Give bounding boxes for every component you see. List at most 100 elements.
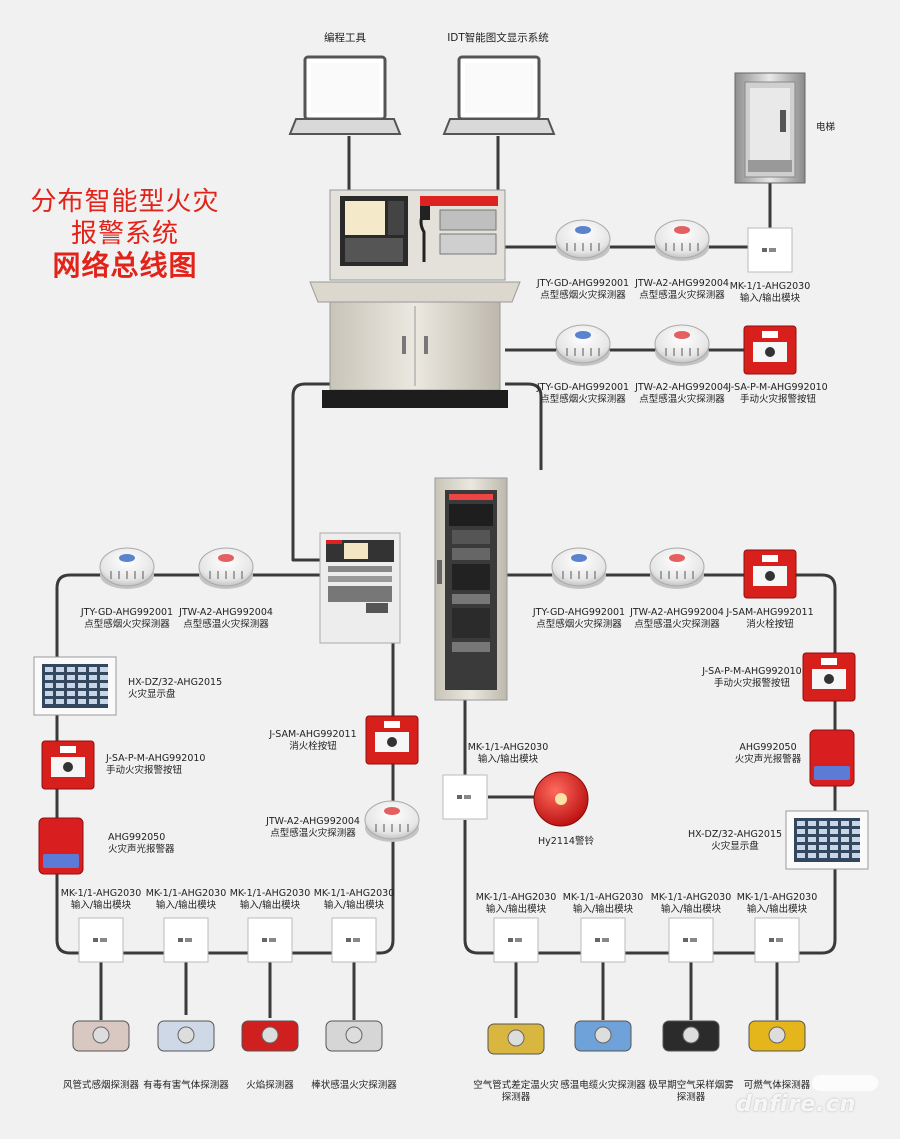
- label-right-module-3-line1: MK-1/1-AHG2030: [650, 892, 732, 903]
- label-right-sensor-1-line2: 探测器: [501, 1092, 531, 1103]
- label-row2-button-line2: 手动火灾报警按钮: [739, 394, 817, 405]
- label-right-hydrant-line2: 消火栓按钮: [746, 619, 794, 630]
- heat-detector-icon: [198, 547, 254, 589]
- heat-detector-icon: [649, 547, 705, 589]
- heat-detector-icon: [654, 324, 710, 366]
- fire-display-panel-icon: [33, 656, 117, 716]
- label-left-display-line1: HX-DZ/32-AHG2015: [128, 677, 223, 688]
- label-right-sensor-3-line2: 探测器: [676, 1092, 706, 1103]
- label-right-bell-module-line1: MK-1/1-AHG2030: [467, 742, 549, 753]
- label-right-button-line2: 手动火灾报警按钮: [713, 678, 791, 689]
- label-right-hydrant-line1: J-SAM-AHG992011: [726, 607, 814, 618]
- label-left-hydrant-line1: J-SAM-AHG992011: [269, 729, 357, 740]
- flame-detector-icon: [241, 1020, 299, 1052]
- label-row2-button-line1: J-SA-P-M-AHG992010: [728, 382, 828, 393]
- label-right-sensor-4-line1: 可燃气体探测器: [743, 1080, 811, 1091]
- laptop-programming-tool: [288, 55, 402, 135]
- watermark: dnfire.cn: [736, 1092, 857, 1117]
- label-right-sensor-1: 空气管式差定温火灾探测器: [473, 1080, 559, 1104]
- manual-alarm-button-icon: [743, 325, 797, 375]
- duct-smoke-detector-icon: [72, 1020, 130, 1052]
- label-left-alarm-line2: 火灾声光报警器: [108, 844, 175, 855]
- bus-console-loop: [291, 382, 330, 562]
- title-line1: 分布智能型火灾: [30, 187, 220, 217]
- label-right-display-line1: HX-DZ/32-AHG2015: [687, 829, 783, 840]
- label-left-sensor-1-line1: 风管式感烟探测器: [62, 1080, 140, 1091]
- label-row2-smoke-line1: JTY-GD-AHG992001: [536, 382, 630, 393]
- bus-console-to-rack: [505, 382, 543, 470]
- label-row2-heat-line1: JTW-A2-AHG992004: [635, 382, 729, 393]
- toxic-gas-detector-icon: [157, 1020, 215, 1052]
- manual-alarm-button-icon: [41, 740, 95, 790]
- label-left-sensor-2: 有毒有害气体探测器: [143, 1080, 229, 1092]
- bus-console-row1: [505, 180, 772, 249]
- io-module-icon: [668, 917, 714, 963]
- label-left-sensor-3-line1: 火焰探测器: [246, 1080, 294, 1091]
- label-right-display-line2: 火灾显示盘: [711, 841, 759, 852]
- label-right-sensor-2: 感温电缆火灾探测器: [560, 1080, 646, 1092]
- fire-alarm-control-panel: [319, 532, 401, 644]
- label-row1-heat-line2: 点型感温火灾探测器: [639, 290, 725, 301]
- smoke-detector-icon: [555, 219, 611, 261]
- io-module-icon: [754, 917, 800, 963]
- label-left-sensor-1: 风管式感烟探测器: [63, 1080, 139, 1092]
- rod-heat-detector-icon: [325, 1020, 383, 1052]
- label-left-smoke-line1: JTY-GD-AHG992001: [80, 607, 174, 618]
- label-right-module-4-line2: 输入/输出模块: [746, 904, 808, 915]
- label-left-smoke-line2: 点型感烟火灾探测器: [84, 619, 170, 630]
- label-left-module-2-line2: 输入/输出模块: [155, 900, 217, 911]
- label-right-bell: Hy2114警铃: [538, 836, 594, 848]
- label-left-module-3-line1: MK-1/1-AHG2030: [229, 888, 311, 899]
- smoke-detector-icon: [99, 547, 155, 589]
- label-left-sensor-3: 火焰探测器: [246, 1080, 294, 1092]
- label-left-heat-line2: 点型感温火灾探测器: [183, 619, 269, 630]
- label-right-alarm-line2: 火灾声光报警器: [734, 754, 802, 765]
- label-row1-heat-line1: JTW-A2-AHG992004: [635, 278, 729, 289]
- fire-display-panel-icon: [785, 810, 869, 870]
- label-right-sensor-2-line1: 感温电缆火灾探测器: [560, 1080, 646, 1091]
- bus-left-loop: [55, 573, 396, 955]
- watermark-logo: [812, 1075, 878, 1091]
- label-left-hydrant-line2: 消火栓按钮: [289, 741, 337, 752]
- label-left-module-4-line2: 输入/输出模块: [323, 900, 385, 911]
- smoke-detector-icon: [551, 547, 607, 589]
- label-row1-smoke-line2: 点型感烟火灾探测器: [540, 290, 626, 301]
- laptop-idt-display: [442, 55, 556, 135]
- label-left-heat-line1: JTW-A2-AHG992004: [179, 607, 273, 618]
- label-left-button-line2: 手动火灾报警按钮: [106, 765, 183, 776]
- io-module-icon: [331, 917, 377, 963]
- label-left-sensor-4: 棒状感温火灾探测器: [311, 1080, 397, 1092]
- label-left-heat2-line1: JTW-A2-AHG992004: [266, 816, 360, 827]
- label-left-alarm-line1: AHG992050: [108, 832, 166, 843]
- control-console: [309, 189, 521, 408]
- label-right-module-2-line2: 输入/输出模块: [572, 904, 634, 915]
- heat-detector-icon: [364, 800, 420, 842]
- io-module-icon: [247, 917, 293, 963]
- label-left-module-2-line1: MK-1/1-AHG2030: [145, 888, 227, 899]
- label-row1-module-line2: 输入/输出模块: [739, 293, 801, 304]
- label-left-sensor-4-line1: 棒状感温火灾探测器: [311, 1080, 397, 1091]
- label-left-button-line1: J-SA-P-M-AHG992010: [106, 753, 206, 764]
- label-idt-display: IDT智能图文显示系统: [447, 32, 549, 44]
- label-right-sensor-3-line1: 极早期空气采样烟雾: [648, 1080, 734, 1091]
- bus-right-loop: [463, 573, 837, 955]
- label-right-sensor-4: 可燃气体探测器: [744, 1080, 811, 1092]
- label-row2-smoke-line2: 点型感烟火灾探测器: [540, 394, 626, 405]
